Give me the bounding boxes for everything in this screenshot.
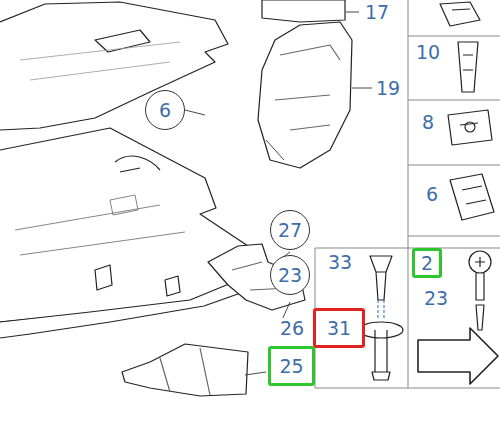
callout-number: 26 bbox=[278, 318, 306, 339]
highlight-box: 31 bbox=[313, 308, 365, 348]
callout-number: 31 bbox=[327, 319, 351, 338]
callout-number: 10 bbox=[414, 42, 442, 63]
callout-number: 6 bbox=[424, 184, 440, 205]
highlight-box: 25 bbox=[268, 346, 315, 386]
callout-number: 8 bbox=[420, 112, 436, 133]
callout-number: 33 bbox=[326, 252, 354, 273]
callout-number: 23 bbox=[278, 266, 302, 285]
callout-circle: 23 bbox=[270, 255, 310, 295]
callout-circle: 6 bbox=[145, 90, 185, 130]
callout-number: 17 bbox=[363, 2, 391, 23]
highlight-box: 2 bbox=[412, 248, 442, 278]
callout-number: 27 bbox=[278, 221, 302, 240]
callout-number: 23 bbox=[422, 288, 450, 309]
callout-number: 19 bbox=[374, 78, 402, 99]
callout-circle: 27 bbox=[270, 210, 310, 250]
callout-number: 2 bbox=[421, 254, 433, 273]
callout-number: 6 bbox=[159, 101, 171, 120]
callout-number: 25 bbox=[279, 357, 303, 376]
